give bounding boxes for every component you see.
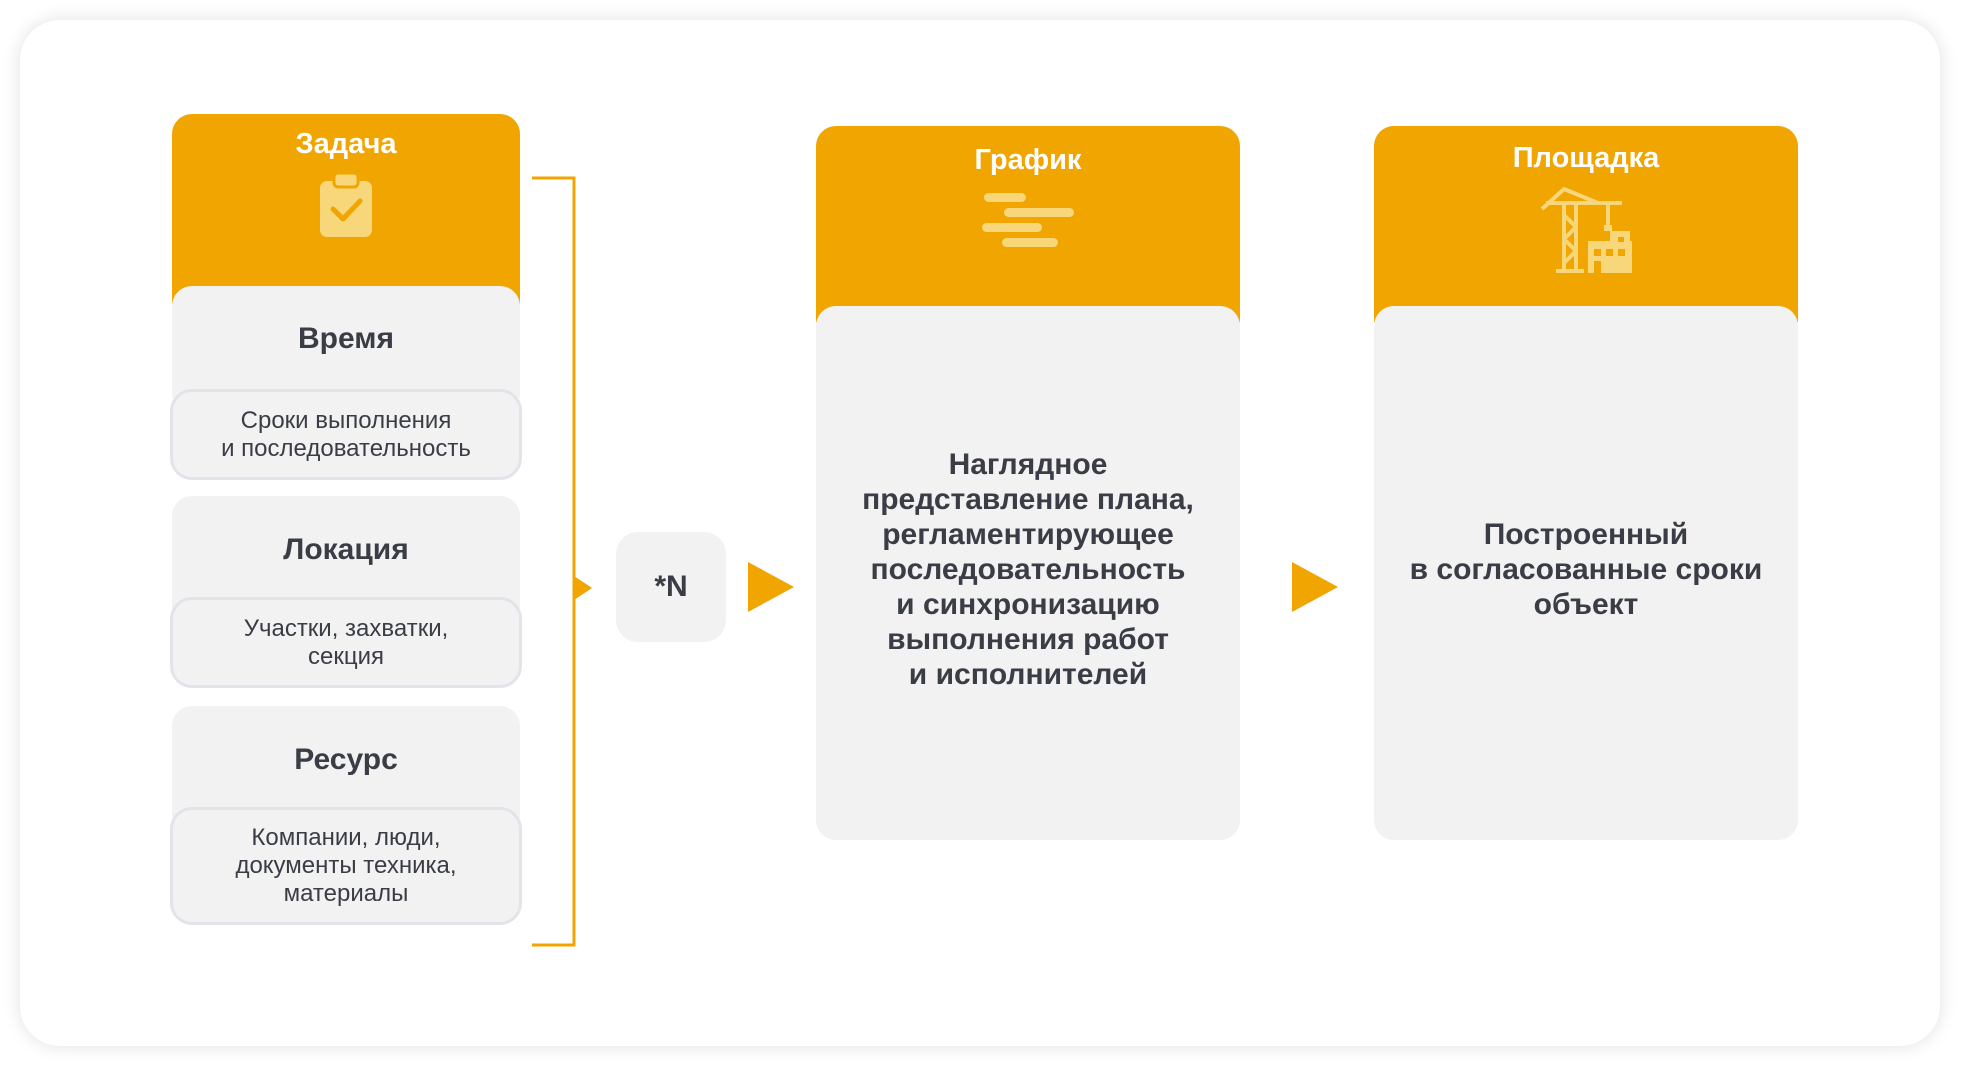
resource-section — [172, 706, 520, 818]
task-card-header: Задача — [172, 114, 520, 304]
time-section-description: Сроки выполнения и последовательность — [170, 389, 522, 480]
resource-section-description: Компании, люди, документы техника, матер… — [170, 807, 522, 925]
schedule-description: Наглядное представление плана, регламент… — [862, 448, 1194, 691]
site-card-body — [1374, 306, 1798, 840]
schedule-card-title: График — [974, 144, 1082, 176]
grouping-bracket — [532, 176, 592, 947]
arrow-right-icon — [1292, 562, 1338, 612]
resource-section-title: Ресурс — [294, 743, 398, 776]
gantt-bars-icon — [978, 191, 1078, 251]
schedule-card-header: График — [816, 126, 1240, 322]
multiplier-box: *N — [616, 532, 726, 642]
location-section-title: Локация — [283, 533, 409, 566]
site-card-title: Площадка — [1512, 142, 1660, 174]
time-section-title: Время — [298, 322, 394, 355]
clipboard-check-icon — [318, 171, 374, 239]
schedule-card-body — [816, 306, 1240, 840]
multiplier-label: *N — [654, 570, 688, 603]
site-description: Построенный в согласованные сроки объект — [1409, 518, 1763, 621]
site-card-header: Площадка — [1374, 126, 1798, 322]
arrow-right-icon — [748, 562, 794, 612]
location-section-description: Участки, захватки, секция — [170, 597, 522, 688]
task-card-title: Задача — [295, 128, 397, 160]
construction-crane-icon — [1538, 183, 1634, 275]
time-section — [172, 286, 520, 398]
location-section — [172, 496, 520, 608]
